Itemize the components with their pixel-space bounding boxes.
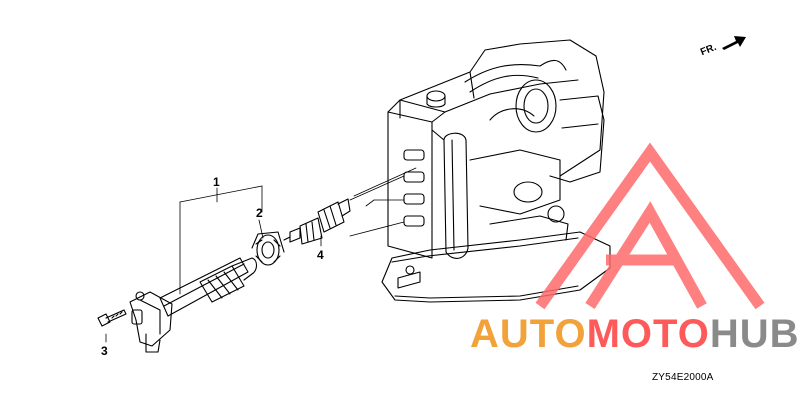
watermark-logo: AUTOMOTOHUB	[470, 314, 800, 354]
diagram-code: ZY54E2000A	[652, 372, 714, 383]
spark-plug	[283, 198, 351, 245]
plug-hole-seal	[251, 231, 285, 266]
engine-block	[381, 39, 611, 303]
bolt	[97, 309, 127, 327]
ignition-coil	[129, 257, 258, 353]
callout-seal: 2	[256, 206, 263, 220]
callout-ignition-coil: 1	[213, 175, 220, 189]
watermark-triangle	[535, 142, 765, 310]
callout-spark-plug: 4	[317, 248, 324, 262]
watermark-auto: AUTO	[470, 312, 587, 356]
front-direction-arrow	[722, 36, 746, 50]
watermark-moto: MOTO	[586, 312, 710, 356]
leader-lines	[349, 167, 417, 237]
watermark-hub: HUB	[709, 312, 800, 356]
callout-leaders	[105, 185, 322, 343]
callout-bolt: 3	[101, 344, 108, 358]
